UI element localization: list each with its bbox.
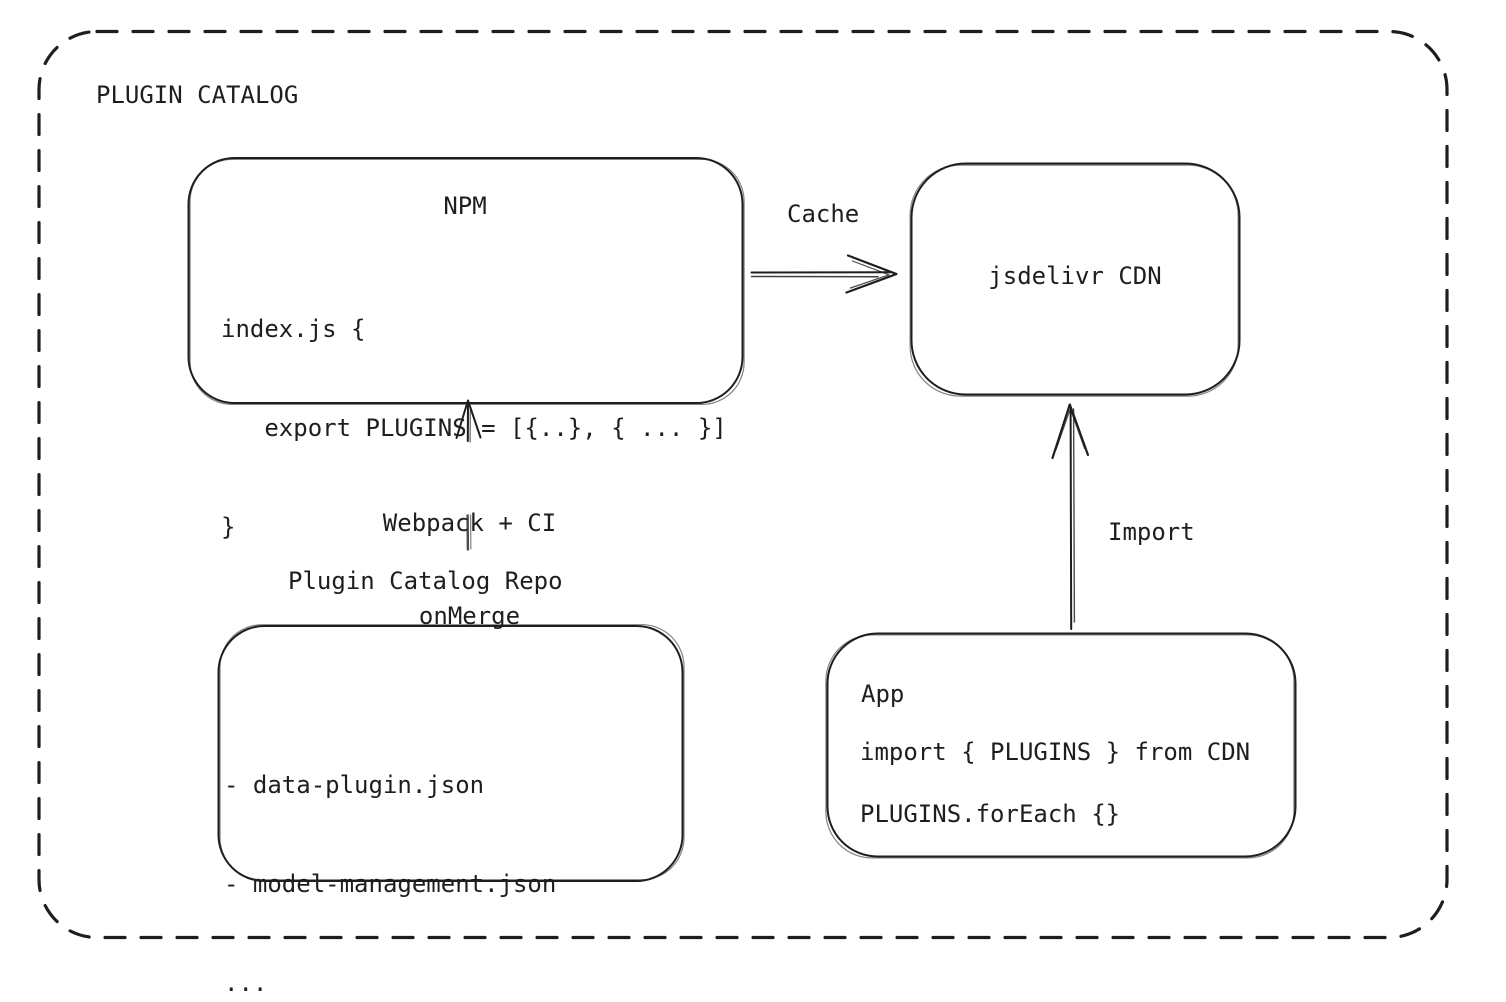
npm-code-line-3: }: [221, 513, 236, 541]
import-arrow-shaft-sketch: [1072, 408, 1076, 623]
repo-file-list: - data-plugin.json - model-management.js…: [224, 703, 556, 1002]
cache-arrow-head: [845, 254, 898, 294]
cdn-box[interactable]: [910, 162, 1241, 396]
import-arrow-head: [1051, 403, 1090, 460]
npm-code-line-2: export PLUGINS = [{..}, { ... }]: [221, 414, 727, 442]
npm-box-title: NPM: [443, 192, 487, 220]
repo-box[interactable]: [217, 625, 684, 882]
app-box-title: App: [861, 680, 905, 708]
app-box[interactable]: [826, 632, 1297, 858]
plugin-catalog-frame[interactable]: [37, 29, 1449, 940]
repo-file-item-3: ...: [224, 969, 268, 997]
cdn-box-label: jsdelivr CDN: [988, 262, 1162, 290]
build-arrow-label-line-2: onMerge: [418, 602, 521, 630]
npm-code-line-1: index.js {: [221, 315, 366, 343]
cache-arrow[interactable]: [750, 254, 898, 294]
import-arrow-shaft: [1069, 409, 1073, 630]
npm-code-block: index.js { export PLUGINS = [{..}, { ...…: [221, 247, 727, 610]
npm-box[interactable]: [187, 157, 744, 404]
cdn-box-sketch-stroke: [909, 164, 1239, 397]
app-box-sketch-stroke: [825, 634, 1295, 859]
cache-arrow-head-sketch: [849, 260, 890, 289]
repo-file-item-2: - model-management.json: [224, 870, 557, 898]
build-arrow-head: [455, 399, 482, 439]
app-code-line-2: PLUGINS.forEach {}: [860, 800, 1121, 828]
build-arrow-label-line-1: Webpack + CI: [382, 509, 557, 537]
import-arrow-label[interactable]: Import: [1108, 518, 1195, 546]
import-arrow[interactable]: [1051, 403, 1090, 630]
cache-arrow-label[interactable]: Cache: [787, 200, 860, 228]
frame-title[interactable]: PLUGIN CATALOG: [96, 81, 299, 109]
app-code-line-1: import { PLUGINS } from CDN: [860, 738, 1251, 766]
repo-file-item-1: - data-plugin.json: [224, 771, 485, 799]
build-arrow-label[interactable]: Webpack + CI onMerge: [332, 446, 607, 694]
repo-title[interactable]: Plugin Catalog Repo: [288, 567, 563, 595]
repo-box-sketch-stroke: [219, 624, 685, 881]
build-arrow[interactable]: [455, 399, 482, 551]
import-arrow-head-sketch: [1055, 408, 1086, 451]
